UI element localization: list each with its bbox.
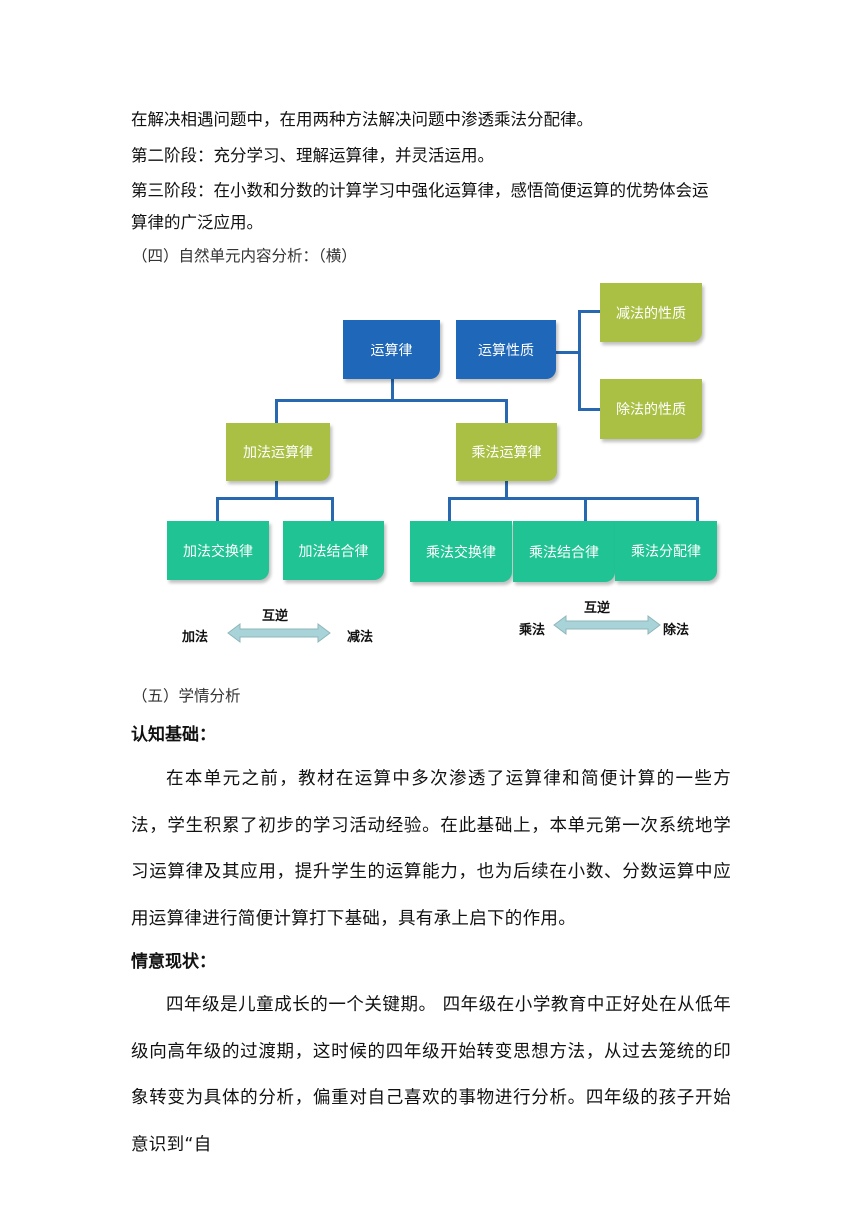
box-division-property: 除法的性质: [600, 379, 702, 439]
connector-root-horizontal: [275, 399, 508, 402]
connector-addition-down: [275, 480, 278, 500]
box-multiplication-laws: 乘法运算律: [456, 423, 557, 481]
text-line-3: 第三阶段：在小数和分数的计算学习中强化运算律，感悟简便运算的优势体会运: [131, 181, 709, 200]
label-multiplication: 乘法: [519, 623, 546, 638]
connector-multiplication-horizontal: [448, 497, 699, 500]
box-operation-properties: 运算性质: [456, 320, 556, 379]
connector-to-mul-distributive: [696, 497, 699, 521]
cognitive-heading: 认知基础：: [131, 725, 216, 745]
double-arrow-mul-div-icon: [553, 615, 661, 635]
connector-to-mul-commutative: [448, 497, 451, 521]
box-mul-associative: 乘法结合律: [513, 521, 615, 582]
connector-multiplication-down: [505, 480, 508, 500]
text-line-4: 算律的广泛应用。: [131, 213, 263, 232]
connector-properties-vertical: [578, 310, 581, 411]
box-operation-laws: 运算律: [343, 320, 440, 379]
box-addition-laws: 加法运算律: [226, 423, 330, 481]
connector-root-down: [391, 379, 394, 401]
box-add-associative: 加法结合律: [283, 521, 384, 580]
inverse-label-mul-div: 互逆: [584, 601, 611, 616]
emotion-paragraph: 四年级是儿童成长的一个关键期。 四年级在小学教育中正好处在从低年级向高年级的过渡…: [131, 995, 731, 1155]
connector-to-multiplication-laws: [505, 399, 508, 423]
connector-properties-out: [556, 351, 580, 354]
connector-to-add-commutative: [216, 497, 219, 521]
connector-to-mul-associative: [584, 497, 587, 521]
label-division: 除法: [663, 623, 690, 638]
text-line-1: 在解决相遇问题中，在用两种方法解决问题中渗透乘法分配律。: [131, 110, 593, 129]
label-subtraction: 减法: [347, 630, 374, 645]
connector-to-subtraction-property: [578, 310, 600, 313]
section-4-title: （四）自然单元内容分析：（横）: [132, 247, 357, 265]
emotion-heading: 情意现状：: [131, 952, 216, 972]
connector-to-division-property: [578, 408, 600, 411]
box-subtraction-property: 减法的性质: [600, 283, 702, 342]
box-mul-distributive: 乘法分配律: [615, 521, 717, 581]
inverse-label-add-sub: 互逆: [262, 609, 289, 624]
box-mul-commutative: 乘法交换律: [410, 521, 512, 582]
double-arrow-add-sub-icon: [227, 623, 331, 643]
connector-to-add-associative: [331, 497, 334, 521]
text-line-2: 第二阶段：充分学习、理解运算律，并灵活运用。: [131, 146, 494, 165]
section-5-title: （五）学情分析: [132, 687, 241, 705]
label-addition: 加法: [182, 630, 209, 645]
box-add-commutative: 加法交换律: [167, 521, 269, 580]
cognitive-paragraph: 在本单元之前，教材在运算中多次渗透了运算律和简便计算的一些方法，学生积累了初步的…: [131, 769, 731, 929]
connector-addition-horizontal: [216, 497, 333, 500]
connector-to-addition-laws: [275, 399, 278, 423]
